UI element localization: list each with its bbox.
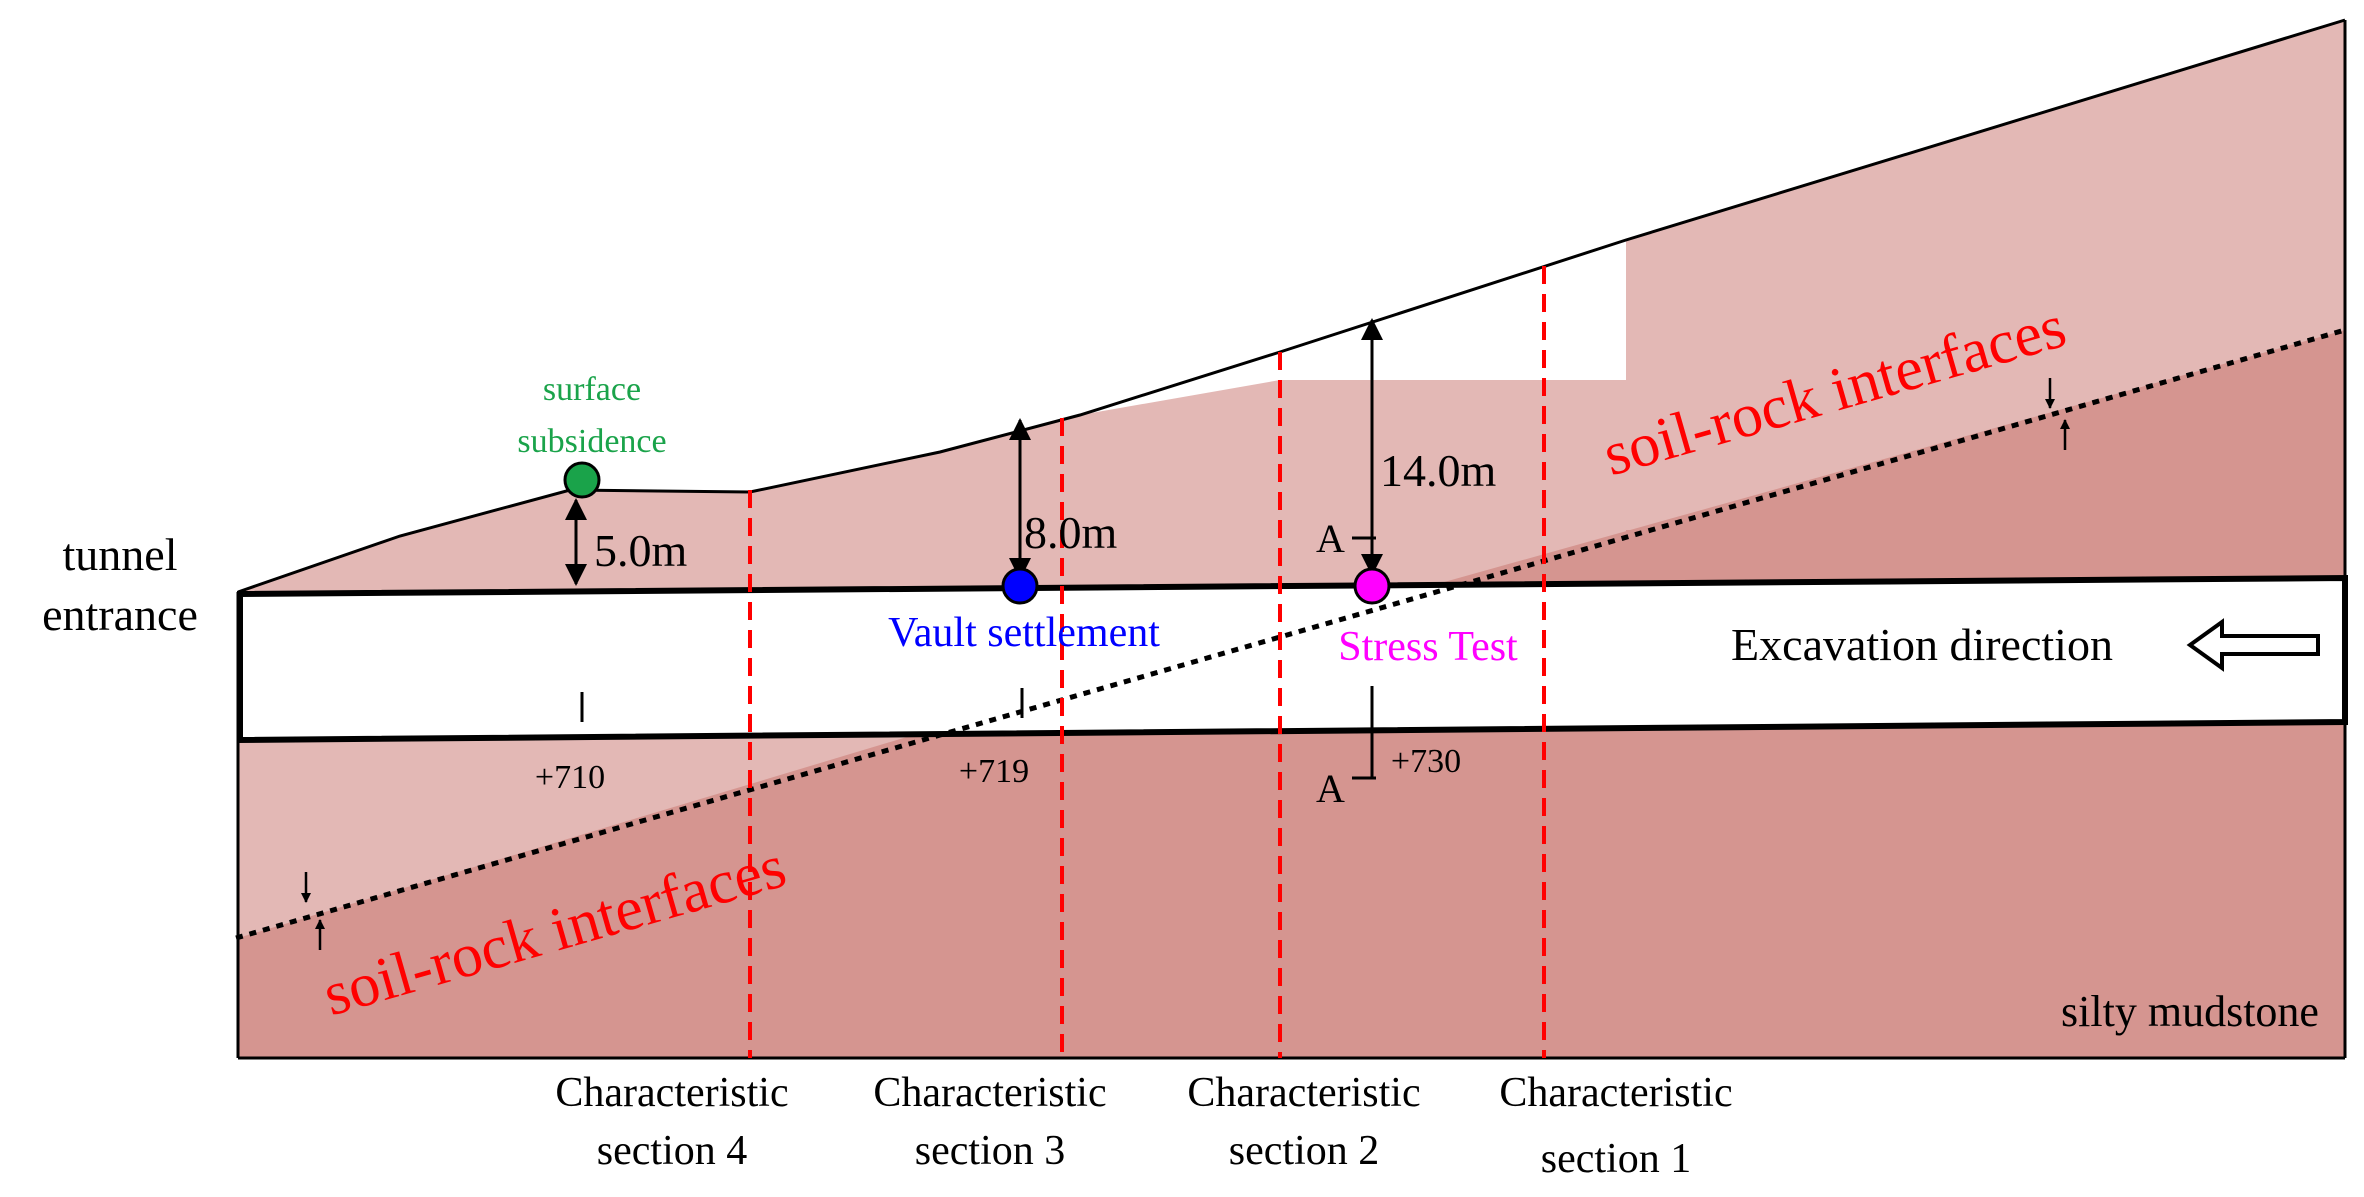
vault-settlement-point (1001, 567, 1039, 605)
tunnel-entrance-label-line2: entrance (42, 589, 198, 640)
stress-test-point (1353, 567, 1391, 605)
stress-test-label: Stress Test (1338, 624, 1518, 670)
excavation-direction-label: Excavation direction (1731, 619, 2113, 670)
interface-thickness-marker-upper (2045, 378, 2070, 450)
chainage-730-label: +730 (1391, 743, 1461, 780)
section-4-caption-line2: section 4 (597, 1128, 747, 1174)
section-marker-a-top: A (1316, 516, 1345, 561)
surface-subsidence-point (563, 461, 601, 499)
soil-upper-left (238, 380, 1280, 592)
soil-upper-right (1626, 20, 2345, 580)
surface-subsidence-label-line1: surface (543, 371, 641, 408)
section-4-caption-line1: Characteristic (555, 1070, 788, 1116)
depth-label-14m: 14.0m (1380, 445, 1497, 496)
chainage-710-label: +710 (535, 759, 605, 796)
section-2-caption-line2: section 2 (1229, 1128, 1379, 1174)
section-marker-a-a (1352, 536, 1376, 780)
section-1-caption-line1: Characteristic (1499, 1070, 1732, 1116)
ground-surface-line (237, 18, 2346, 594)
silty-mudstone-label: silty mudstone (2061, 987, 2319, 1036)
vault-settlement-label: Vault settlement (888, 610, 1160, 656)
depth-label-5m: 5.0m (594, 525, 688, 576)
soil-rock-interface-line (235, 327, 2346, 941)
tunnel-entrance-label-line1: tunnel (63, 529, 178, 580)
section-2-caption-line1: Characteristic (1187, 1070, 1420, 1116)
section-marker-a-bottom: A (1316, 766, 1345, 811)
section-3-caption-line1: Characteristic (873, 1070, 1106, 1116)
section-1-caption-line2: section 1 (1541, 1136, 1691, 1182)
surface-subsidence-label-line2: subsidence (517, 423, 666, 460)
characteristic-section-lines (748, 266, 1546, 1058)
excavation-direction-arrow-icon (2186, 618, 2320, 672)
section-3-caption-line2: section 3 (915, 1128, 1065, 1174)
rock-upper-right (1430, 330, 2345, 586)
interface-thickness-marker-lower (301, 872, 325, 950)
chainage-719-label: +719 (959, 753, 1029, 790)
depth-label-8m: 8.0m (1024, 507, 1118, 558)
